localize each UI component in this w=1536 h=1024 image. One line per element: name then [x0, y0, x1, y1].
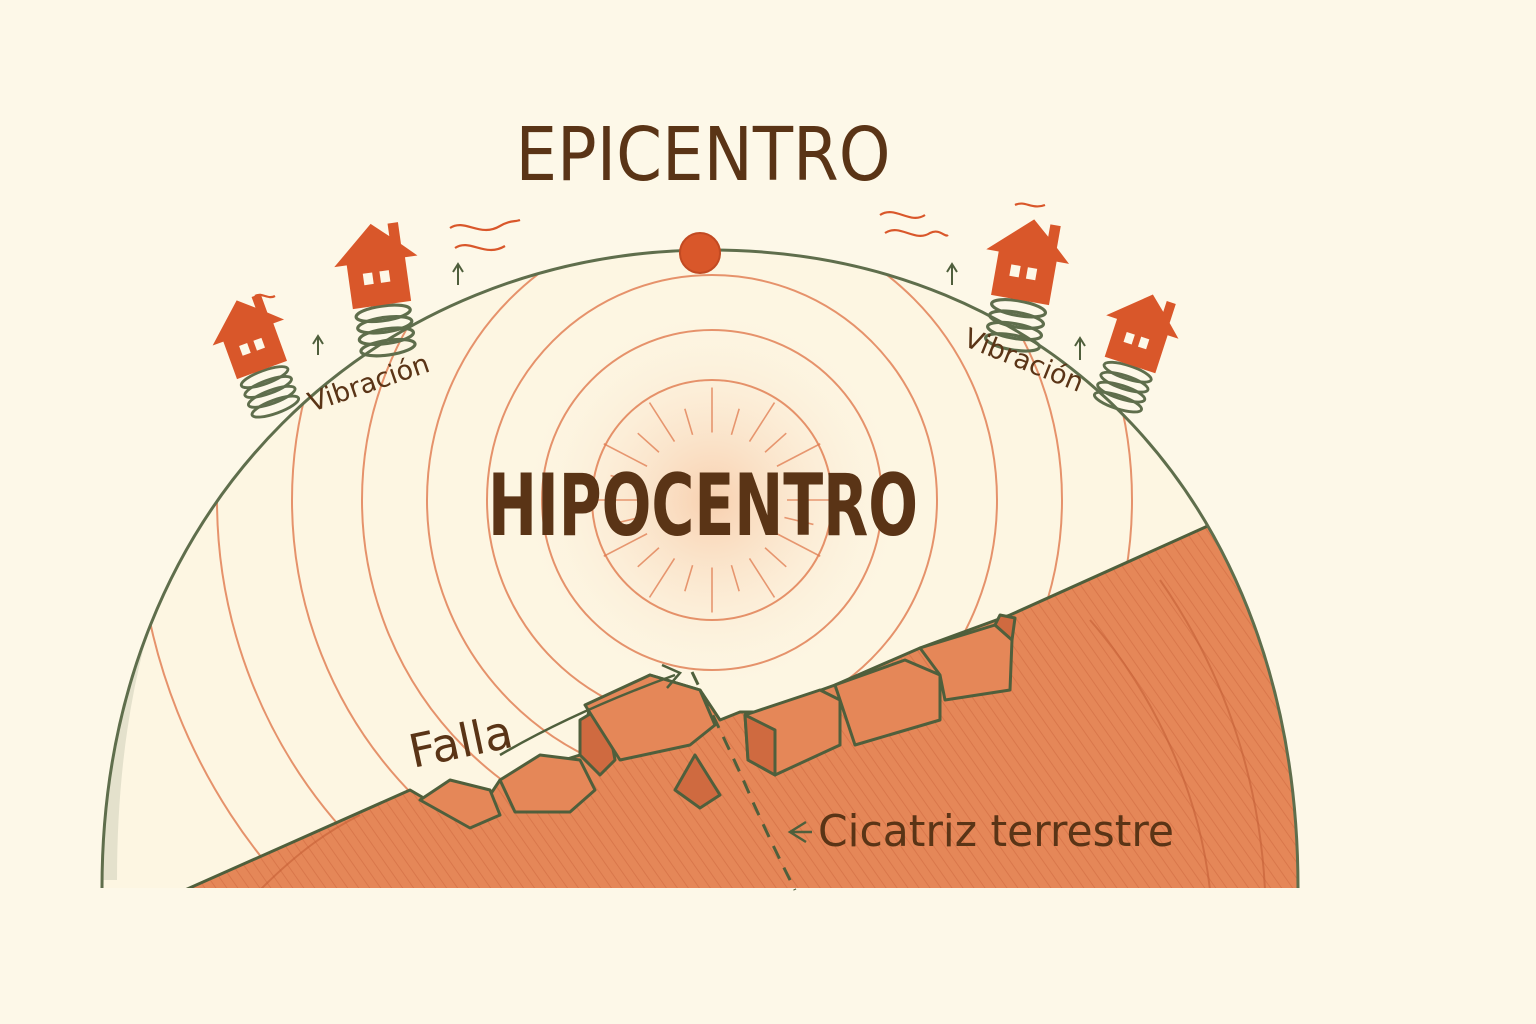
spring-icon [354, 303, 417, 358]
house-on-spring [334, 222, 418, 358]
house-icon [1104, 294, 1179, 374]
house-on-spring [984, 219, 1070, 353]
house-icon [212, 293, 287, 380]
hypocenter-ray [603, 533, 648, 557]
house-window [379, 270, 391, 283]
house-window [1025, 267, 1038, 281]
fault-arrowhead-icon [661, 663, 683, 689]
hypocenter-ray [637, 547, 660, 568]
spring-icon [984, 298, 1048, 353]
fault-arrow [499, 673, 676, 757]
house-window [239, 343, 251, 356]
shake-lines-icon [254, 202, 1046, 299]
house-on-spring [212, 293, 301, 419]
seismic-wave-ring [291, 250, 1133, 888]
house-window [253, 337, 265, 351]
house-icon [986, 219, 1070, 306]
earth-scar-label: Cicatriz terrestre [818, 806, 1174, 857]
fault-blocks-left [418, 673, 722, 830]
hypocenter-ray [684, 408, 694, 436]
epicenter-label: EPICENTRO [516, 112, 891, 198]
hypocenter-ray [764, 547, 787, 568]
hypocenter-label: HIPOCENTRO [488, 456, 918, 556]
house-window [362, 272, 374, 286]
house-window [1137, 336, 1150, 350]
hypocenter-ray [764, 432, 787, 453]
spring-icon [239, 365, 301, 419]
hypocenter-ray [776, 533, 821, 557]
scar-arrow-icon [787, 820, 812, 844]
hypocenter-ray [603, 443, 648, 467]
hypocenter-ray [730, 408, 740, 436]
arrow-up-icon [312, 262, 1086, 360]
hypocenter-ray [784, 516, 814, 526]
house-on-spring [1092, 294, 1179, 414]
hypocenter-ray [730, 564, 740, 592]
hypocenter-ray [776, 443, 821, 467]
seismic-wave-ring [541, 329, 883, 671]
hypocenter-ray [784, 474, 814, 484]
spring-icon [1092, 360, 1153, 414]
hypocenter-ray [648, 402, 676, 442]
house-window [1123, 331, 1135, 345]
house-icon [334, 222, 418, 310]
hypocenter-ray [610, 516, 640, 526]
epicenter-dot-icon [679, 232, 721, 274]
hypocenter-ray [637, 432, 660, 453]
hypocenter-ray [748, 558, 776, 598]
fault-blocks-right [743, 613, 1017, 777]
hypocenter-ray [610, 474, 640, 484]
hypocenter-ray [648, 558, 676, 598]
hypocenter-ray [684, 564, 694, 592]
house-window [1009, 264, 1021, 278]
hypocenter-ray [748, 402, 776, 442]
